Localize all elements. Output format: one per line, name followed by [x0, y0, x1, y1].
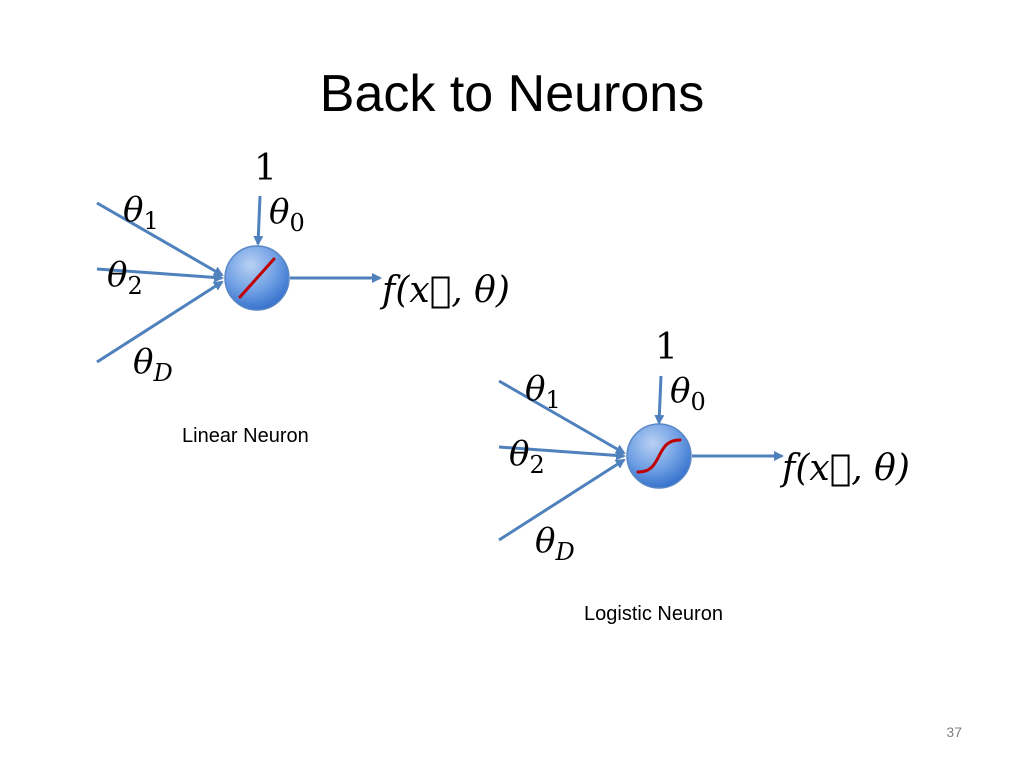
logistic-output-label: f(x⃗, θ): [779, 448, 910, 489]
logistic-bias-input-label: 1: [655, 327, 678, 368]
page-number: 37: [946, 724, 962, 740]
linear-weight-1-label: θ1: [123, 190, 159, 235]
linear-input-arrow-1: [96, 201, 224, 277]
logistic-bias-weight-label: θ0: [670, 371, 706, 416]
logistic-weight-d-label: θD: [535, 521, 575, 566]
linear-weight-2-label: θ2: [107, 255, 143, 300]
linear-bias-weight-label: θ0: [269, 192, 305, 237]
linear-output-label: f(x⃗, θ): [379, 270, 510, 311]
linear-bias-arrow: [253, 195, 264, 246]
logistic-neuron-caption: Logistic Neuron: [584, 603, 723, 625]
logistic-activation-icon: [636, 438, 682, 474]
linear-bias-input-label: 1: [254, 148, 277, 189]
linear-neuron-caption: Linear Neuron: [182, 425, 309, 447]
linear-neuron: 1 θ0 θ1 θ2 θD f(x⃗, θ): [96, 148, 510, 387]
logistic-neuron: 1 θ0 θ1 θ2 θD f(x⃗, θ): [498, 327, 910, 566]
logistic-input-arrow-2: [498, 445, 626, 461]
logistic-weight-2-label: θ2: [509, 434, 545, 479]
linear-input-arrow-2: [96, 267, 224, 283]
logistic-bias-arrow: [654, 375, 665, 425]
logistic-input-arrow-1: [498, 379, 626, 455]
linear-activation-icon: [238, 257, 276, 299]
logistic-input-arrow-d: [498, 458, 626, 542]
linear-input-arrow-d: [96, 280, 224, 364]
linear-weight-d-label: θD: [133, 342, 173, 387]
logistic-weight-1-label: θ1: [525, 369, 561, 414]
slide-title: Back to Neurons: [319, 65, 705, 123]
